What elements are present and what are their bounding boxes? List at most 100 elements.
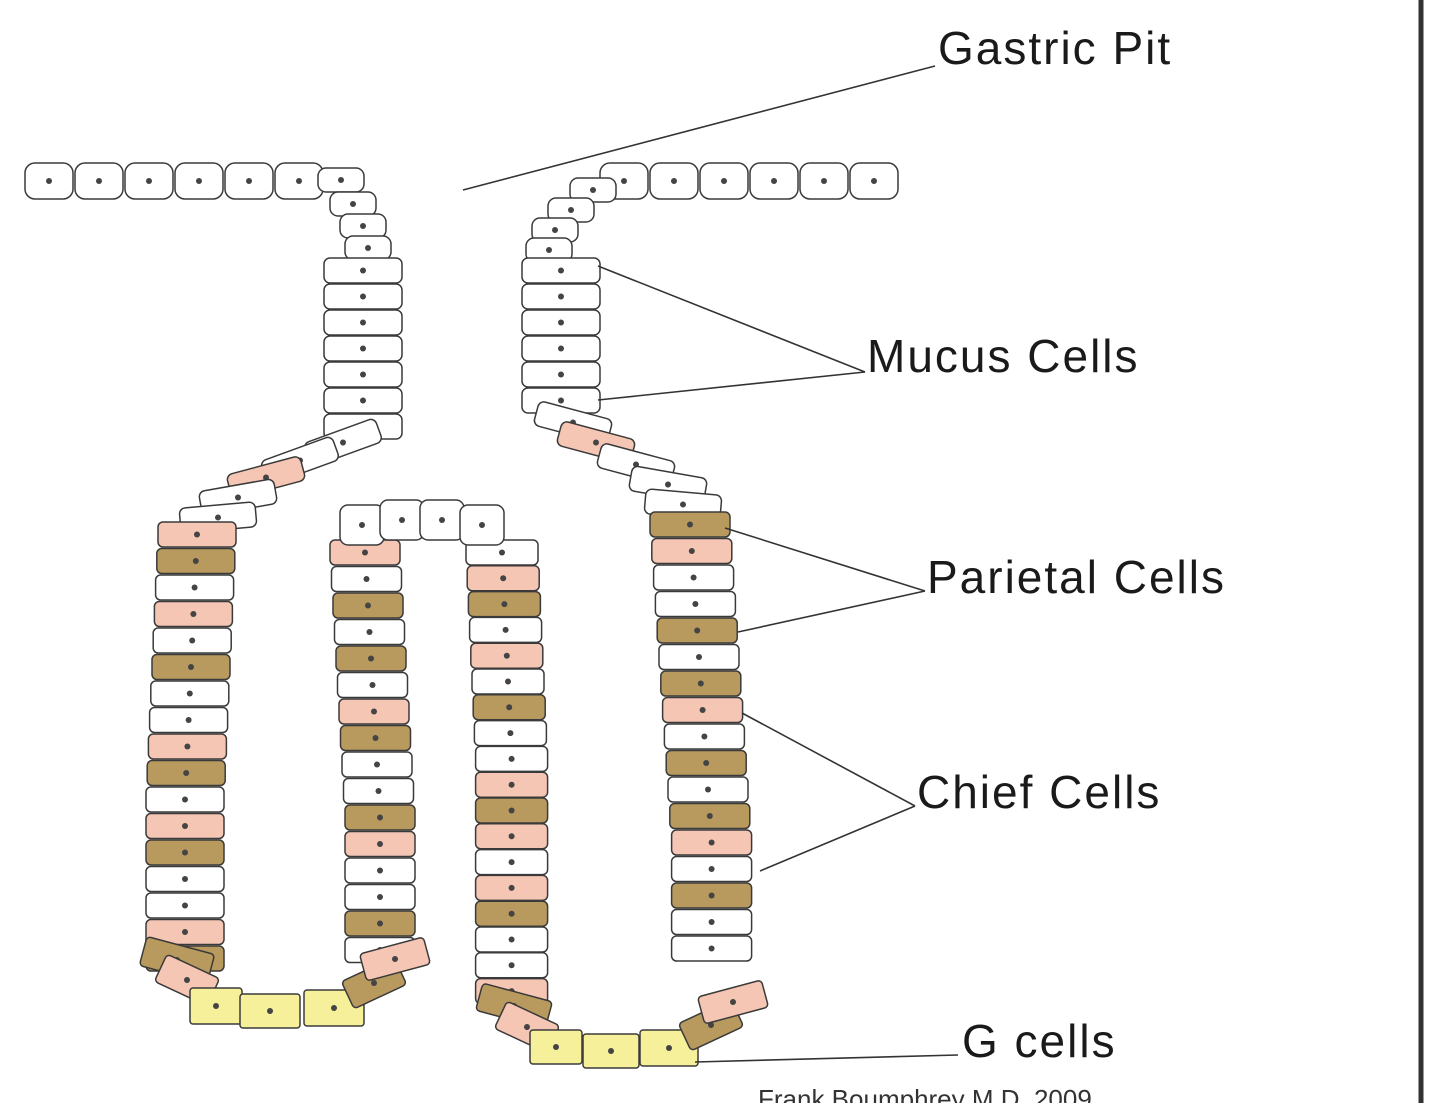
chief-cell <box>151 653 231 681</box>
mucus-cell <box>174 162 224 200</box>
label-mucus-cells: Mucus Cells <box>867 330 1140 382</box>
chief-cell <box>344 910 416 937</box>
mucus-cell <box>148 706 229 734</box>
chief-cell <box>474 797 549 824</box>
mucus-cell <box>274 162 324 200</box>
leader-g-cells <box>694 1054 959 1063</box>
chief-cell <box>335 645 407 672</box>
mucus-cell <box>379 499 425 541</box>
mucus-cell <box>663 723 746 750</box>
parietal-cell <box>470 642 544 669</box>
mucus-cell <box>344 857 416 884</box>
mucus-cell <box>339 213 387 239</box>
mucus-cell <box>154 574 235 601</box>
mucus-cell <box>323 283 403 310</box>
label-gastric-pit: Gastric Pit <box>938 22 1172 74</box>
mucus-cell <box>124 162 174 200</box>
mucus-cell <box>152 627 232 654</box>
chief-cell <box>156 547 236 575</box>
parietal-cell <box>474 771 549 798</box>
mucus-cell <box>145 865 225 893</box>
mucus-cell <box>654 590 737 618</box>
leader-chief-lower <box>759 805 916 872</box>
mucus-cell <box>323 309 403 336</box>
mucus-cell <box>336 671 409 699</box>
mucus-cell <box>474 952 549 979</box>
mucus-cell <box>667 776 749 803</box>
mucus-cell <box>658 643 740 671</box>
mucus-cell <box>419 499 465 541</box>
mucus-cell <box>323 335 403 362</box>
chief-cell <box>344 804 416 831</box>
label-chief-cells: Chief Cells <box>917 766 1161 818</box>
parietal-cell <box>697 980 769 1024</box>
parietal-cell <box>145 918 225 946</box>
parietal-cell <box>651 537 733 565</box>
mucus-cell <box>699 162 749 200</box>
mucus-cell <box>474 745 549 773</box>
parietal-cell <box>661 696 744 724</box>
chief-cell <box>467 590 542 618</box>
mucus-cell <box>521 257 601 284</box>
mucus-cell <box>670 908 753 936</box>
mucus-cell <box>652 564 735 591</box>
mucus-cell <box>341 751 413 778</box>
chief-cell <box>474 900 549 927</box>
mucus-cell <box>145 892 225 919</box>
mucus-cell <box>344 235 392 261</box>
parietal-cell <box>153 600 234 628</box>
mucus-cell <box>317 167 365 193</box>
mucus-cell <box>474 848 549 876</box>
g-cell <box>529 1029 583 1065</box>
mucus-cell <box>471 668 545 695</box>
leader-chief-upper <box>741 712 916 807</box>
mucus-cell <box>74 162 124 200</box>
mucus-cell <box>333 618 406 646</box>
mucus-cell <box>531 217 579 243</box>
mucus-cell <box>525 237 573 263</box>
mucus-cell <box>24 162 74 200</box>
chief-cell <box>145 839 225 866</box>
mucus-cell <box>849 162 899 200</box>
leader-mucus-upper <box>597 265 866 373</box>
parietal-cell <box>145 812 225 840</box>
mucus-cell <box>749 162 799 200</box>
parietal-cell <box>338 698 410 725</box>
mucus-cell <box>670 935 753 962</box>
mucus-cell <box>521 335 601 362</box>
mucus-cell <box>323 257 403 284</box>
parietal-cell <box>147 733 228 760</box>
parietal-cell <box>157 521 237 548</box>
leader-parietal-upper <box>724 527 926 592</box>
g-cell <box>582 1033 640 1069</box>
label-g-cells: G cells <box>962 1015 1117 1067</box>
chief-cell <box>665 749 747 777</box>
leader-lines <box>462 65 959 1063</box>
leader-gastric-pit <box>462 65 936 191</box>
chief-cell <box>332 592 404 619</box>
chief-cell <box>649 511 731 538</box>
g-cell <box>189 987 243 1025</box>
mucus-cell <box>468 616 543 644</box>
mucus-cell <box>150 680 230 707</box>
chief-cell <box>146 759 226 787</box>
mucus-cell <box>339 504 385 546</box>
leader-parietal-lower <box>737 590 926 633</box>
parietal-cell <box>359 937 431 981</box>
mucus-cell <box>521 283 601 310</box>
mucus-cell <box>521 309 601 336</box>
author-credit: Frank Boumphrey M.D. 2009 <box>758 1084 1092 1103</box>
chief-cell <box>472 694 546 721</box>
chief-cell <box>669 802 751 830</box>
mucus-cell <box>145 786 225 813</box>
mucus-cell <box>459 504 505 546</box>
mucus-cell <box>323 387 403 414</box>
parietal-cell <box>474 823 549 850</box>
epithelium-cells <box>24 162 899 1069</box>
label-parietal-cells: Parietal Cells <box>927 551 1226 603</box>
mucus-cell <box>474 926 549 953</box>
mucus-cell <box>670 855 753 883</box>
parietal-cell <box>670 829 753 856</box>
mucus-cell <box>330 565 403 593</box>
